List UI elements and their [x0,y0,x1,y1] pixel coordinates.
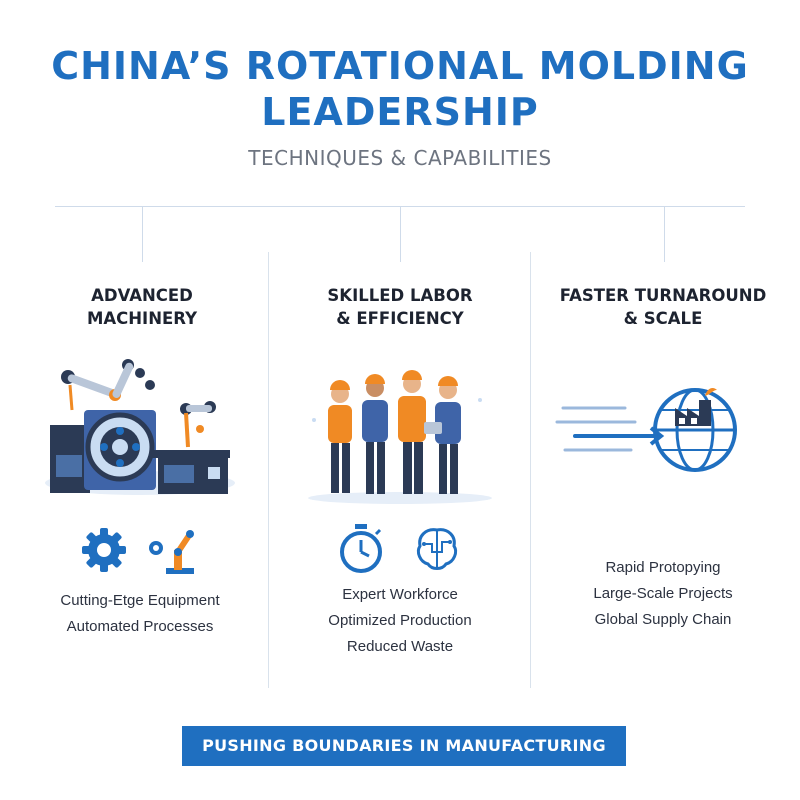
connector-tick-1 [142,206,143,262]
feature-item: Cutting-Etge Equipment [60,592,220,609]
column-heading-line-2: & SCALE [623,309,703,328]
column-heading-line-1: ADVANCED [91,286,193,305]
brain-icon [416,528,458,570]
bottom-banner: PUSHING BOUNDARIES IN MANUFACTURING [182,726,626,766]
feature-item: Automated Processes [66,618,214,635]
feature-item: Reduced Waste [346,638,454,655]
feature-item: Optimized Production [328,612,472,629]
robot-arm-icon [149,530,194,574]
feature-item: Expert Workforce [342,586,458,603]
column-divider-1 [268,252,269,688]
workers-illustration [308,370,492,504]
machinery-illustration [45,359,235,495]
feature-item: Global Supply Chain [594,611,732,628]
globe-factory-icon [555,388,737,472]
feature-item: Rapid Protopying [605,559,721,576]
connector-tick-2 [400,206,401,262]
column-heading: ADVANCED MACHINERY [27,284,257,330]
feature-list: Rapid Protopying Large-Scale Projects Gl… [538,555,788,633]
connector-tick-3 [664,206,665,262]
feature-list: Expert Workforce Optimized Production Re… [275,582,525,660]
stopwatch-icon [340,524,382,573]
gear-icon [82,528,126,572]
page-subtitle: TECHNIQUES & CAPABILITIES [248,146,552,170]
column-heading: FASTER TURNAROUND & SCALE [548,284,778,330]
column-heading-line-1: SKILLED LABOR [327,286,473,305]
feature-item: Large-Scale Projects [593,585,733,602]
page-title-line-2: LEADERSHIP [261,90,539,134]
column-heading: SKILLED LABOR & EFFICIENCY [285,284,515,330]
feature-list: Cutting-Etge Equipment Automated Process… [15,588,265,640]
column-divider-2 [530,252,531,688]
column-heading-line-2: & EFFICIENCY [336,309,464,328]
column-heading-line-1: FASTER TURNAROUND [559,286,767,305]
page-title-line-1: CHINA’S ROTATIONAL MOLDING [51,44,749,88]
column-heading-line-2: MACHINERY [86,309,198,328]
